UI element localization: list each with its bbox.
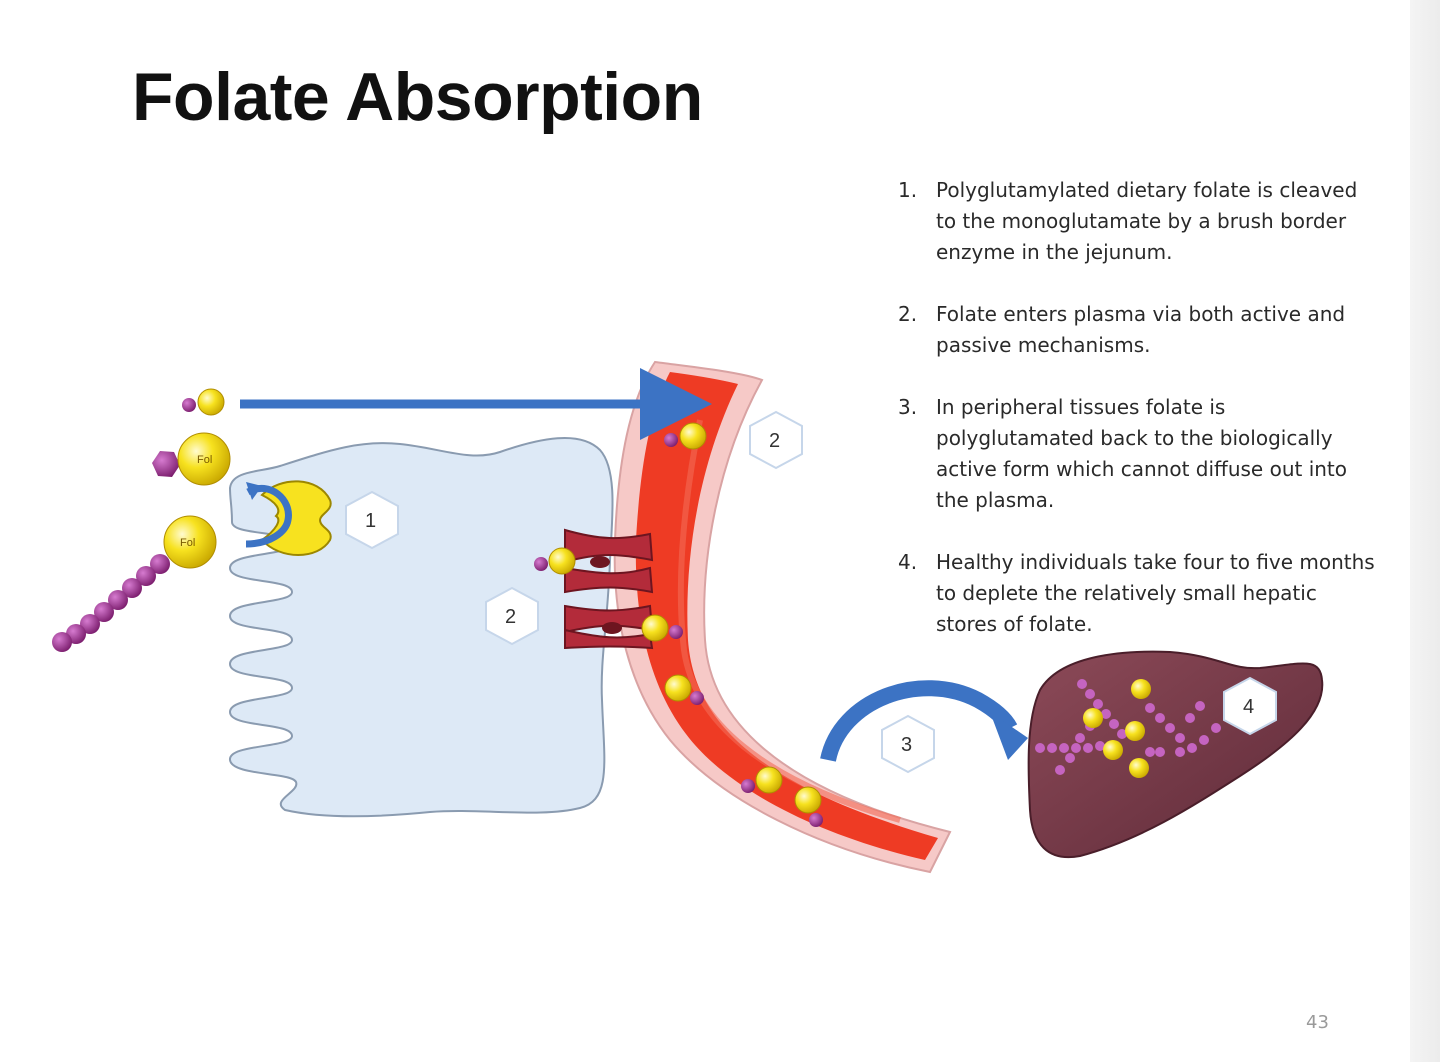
transport-arrow-head-icon [990, 712, 1028, 760]
slide-edge [1410, 0, 1440, 1062]
step-item: 2. Folate enters plasma via both active a… [898, 299, 1378, 361]
marker-1: 1 [345, 490, 399, 550]
folate-molecule-icon [1131, 679, 1151, 699]
blood-vessel-lumen [635, 372, 938, 860]
polyglutamate-folate-icon: Fol [52, 515, 217, 652]
folate-molecule-icon [794, 786, 823, 827]
molecule-label: Fol [180, 537, 195, 549]
transporter-channel-icon [564, 528, 654, 594]
folate-molecule-icon [664, 422, 707, 450]
transport-arrow-icon [820, 680, 1018, 763]
step-text: Healthy individuals take four to five mo… [936, 550, 1375, 636]
transporter-channel-icon [564, 604, 654, 650]
marker-4: 4 [1223, 676, 1277, 736]
step-number: 4. [898, 550, 918, 574]
step-item: 3. In peripheral tissues folate is polygl… [898, 392, 1378, 516]
folate-molecule-icon [641, 614, 683, 642]
folate-molecule-icon [1125, 721, 1145, 741]
folate-molecule-icon [664, 674, 704, 705]
liver-polyglutamate-icon [1035, 679, 1221, 775]
folate-molecule-icon [1129, 758, 1149, 778]
folate-molecule-icon [534, 547, 576, 575]
molecule-label: Fol [197, 454, 212, 466]
glutamate-icon [80, 614, 100, 634]
step-text: Polyglutamylated dietary folate is cleav… [936, 178, 1358, 264]
glutamate-icon [150, 554, 170, 574]
marker-3: 3 [881, 714, 935, 774]
svg-text:2: 2 [769, 430, 780, 452]
svg-text:2: 2 [505, 606, 516, 628]
step-number: 1. [898, 178, 918, 202]
liver-icon [1027, 650, 1324, 859]
svg-text:1: 1 [365, 510, 376, 532]
step-item: 4. Healthy individuals take four to five … [898, 547, 1378, 640]
step-item: 1. Polyglutamylated dietary folate is cle… [898, 175, 1378, 268]
folate-molecule-icon: Fol [152, 432, 231, 486]
folate-molecule-icon [1103, 740, 1123, 760]
vessel-highlight [677, 419, 901, 823]
page-number: 43 [1306, 1012, 1329, 1033]
marker-2-top: 2 [749, 410, 803, 470]
cleavage-arrow-head-icon [246, 482, 262, 500]
step-number: 3. [898, 395, 918, 419]
glutamate-icon [136, 566, 156, 586]
folate-molecule-icon [182, 388, 225, 416]
cleavage-arrow-icon [245, 484, 292, 548]
glutamate-icon [108, 590, 128, 610]
step-text: Folate enters plasma via both active and… [936, 302, 1346, 357]
folate-molecule-icon [741, 766, 783, 794]
step-text: In peripheral tissues folate is polyglut… [936, 395, 1348, 512]
folate-molecule-icon [1083, 708, 1103, 728]
glutamate-icon [94, 602, 114, 622]
marker-2-left: 2 [485, 586, 539, 646]
step-number: 2. [898, 302, 918, 326]
slide-title: Folate Absorption [132, 59, 703, 135]
glutamate-chain [52, 554, 170, 652]
steps-list: 1. Polyglutamylated dietary folate is cle… [898, 175, 1378, 671]
glutamate-icon [122, 578, 142, 598]
svg-text:4: 4 [1243, 696, 1254, 718]
glutamate-icon [52, 632, 72, 652]
svg-text:3: 3 [901, 734, 912, 756]
